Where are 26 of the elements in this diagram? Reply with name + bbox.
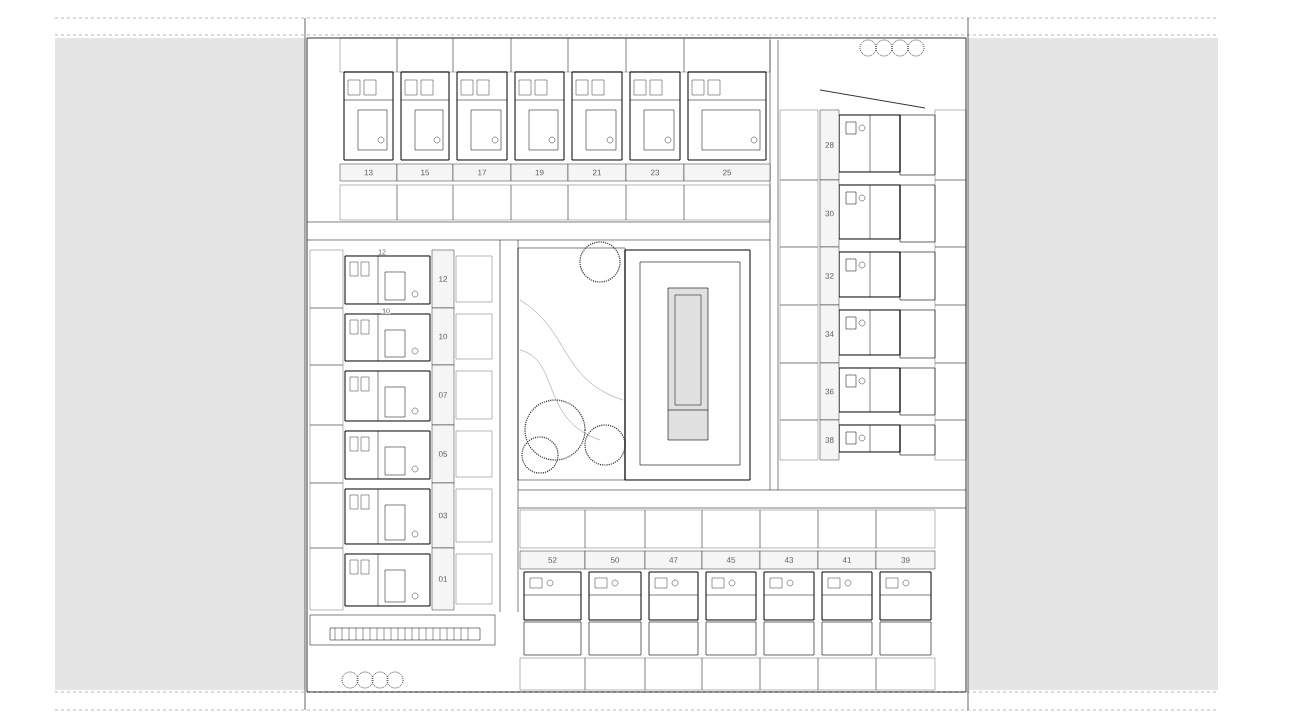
unit-number-cell: 38 [819,419,840,461]
unit-number-cell: 34 [819,304,840,364]
unit-number-cell: 03 [431,482,455,549]
unit-number-cell: 13 [339,163,398,182]
unit-number-cell: 41 [817,550,877,570]
unit-number-cell: 28 [819,109,840,181]
unit-number-cell: 01 [431,547,455,611]
unit-number-cell: 36 [819,362,840,421]
unit-number-cell: 05 [431,424,455,484]
unit-number-cell: 43 [759,550,819,570]
unit-number-cell: 12 [431,249,455,309]
unit-number-cell: 47 [644,550,703,570]
unit-number-cell: 19 [510,163,569,182]
unit-number-cell: 45 [701,550,761,570]
unit-number-cell: 30 [819,179,840,248]
unit-number-cell: 52 [519,550,586,570]
unit-number-cell: 17 [452,163,512,182]
unit-number-cell: 21 [567,163,627,182]
unit-number-cell: 39 [875,550,936,570]
unit-number-cell: 15 [396,163,454,182]
unit-number-cell: 23 [625,163,685,182]
unit-number-cell: 50 [584,550,646,570]
unit-number-cell: 32 [819,246,840,306]
unit-number-cell: 10 [431,307,455,366]
unit-number-cell: 07 [431,364,455,426]
unit-number-cell: 25 [683,163,771,182]
